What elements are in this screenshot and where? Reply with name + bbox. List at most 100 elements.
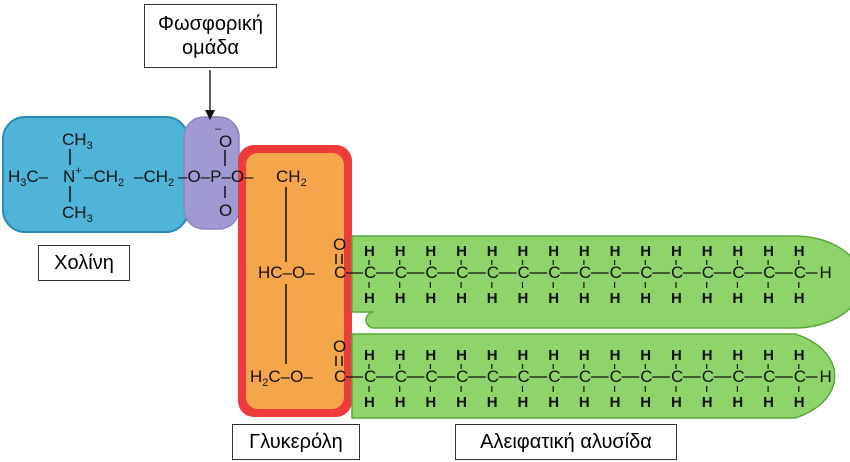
- chain-lower-carbon: C: [487, 367, 499, 386]
- chain-lower-carbon: C: [671, 367, 683, 386]
- glycerol-label-text: Γλυκερόλη: [249, 431, 343, 453]
- chain-lower-hydrogen-bottom: H: [640, 394, 651, 411]
- ester-upper-carbon: C: [334, 263, 346, 282]
- chain-upper-carbon: C: [579, 263, 591, 282]
- chain-upper-carbon: C: [518, 263, 530, 282]
- chain-lower-hydrogen-top: H: [610, 347, 621, 364]
- chain-upper-hydrogen-bottom: H: [732, 290, 743, 307]
- chain-lower-carbon: C: [610, 367, 622, 386]
- fatty-chain-lower-atoms: HCHHCHHCHHCHHCHHCHHCHHCHHCHHCHHCHHCHHCHH…: [346, 347, 832, 411]
- glycerol-middle: HC–O–: [258, 263, 315, 282]
- chain-lower-hydrogen-top: H: [732, 347, 743, 364]
- fatty-chain-label-text: Αλειφατική αλυσίδα: [480, 431, 652, 453]
- chain-lower-hydrogen-bottom: H: [456, 394, 467, 411]
- chain-upper-carbon: C: [763, 263, 775, 282]
- phosphate-label-line1: Φωσφορική: [158, 13, 263, 35]
- phosphate-label-line2: ομάδα: [182, 37, 239, 59]
- choline-left-methyl: H3C–: [8, 167, 49, 189]
- chain-upper-hydrogen-top: H: [579, 243, 590, 260]
- glycerol-label: Γλυκερόλη: [232, 424, 360, 460]
- chain-lower-carbon: C: [702, 367, 714, 386]
- chain-lower-hydrogen-bottom: H: [395, 394, 406, 411]
- fatty-chain-upper-atoms: HCHHCHHCHHCHHCHHCHHCHHCHHCHHCHHCHHCHHCHH…: [346, 243, 832, 307]
- ester-lower-oxygen: O: [333, 337, 346, 356]
- chain-upper-hydrogen-bottom: H: [456, 290, 467, 307]
- chain-lower-hydrogen-top: H: [794, 347, 805, 364]
- chain-lower-carbon: C: [579, 367, 591, 386]
- chain-lower-carbon: C: [763, 367, 775, 386]
- chain-upper-hydrogen-top: H: [548, 243, 559, 260]
- choline-label: Χολίνη: [38, 245, 130, 281]
- glycerol-block: [246, 153, 344, 409]
- chain-upper-hydrogen-top: H: [640, 243, 651, 260]
- chain-lower-terminal-hydrogen: H: [820, 367, 832, 386]
- chain-lower-hydrogen-bottom: H: [671, 394, 682, 411]
- chain-lower-carbon: C: [640, 367, 652, 386]
- chain-upper-hydrogen-bottom: H: [671, 290, 682, 307]
- chain-upper-hydrogen-bottom: H: [518, 290, 529, 307]
- phosphate-oxygen-bottom: O: [219, 201, 232, 220]
- chain-lower-carbon: C: [794, 367, 806, 386]
- glycerol-bottom: H2C–O–: [250, 367, 313, 389]
- chain-lower-hydrogen-bottom: H: [579, 394, 590, 411]
- chain-lower-hydrogen-top: H: [364, 347, 375, 364]
- ester-lower-carbon: C: [334, 367, 346, 386]
- chain-upper-hydrogen-top: H: [425, 243, 436, 260]
- chain-upper-carbon: C: [548, 263, 560, 282]
- chain-lower-hydrogen-top: H: [487, 347, 498, 364]
- chain-upper-hydrogen-top: H: [456, 243, 467, 260]
- chain-lower-hydrogen-top: H: [579, 347, 590, 364]
- chain-lower-hydrogen-top: H: [671, 347, 682, 364]
- chain-lower-hydrogen-bottom: H: [487, 394, 498, 411]
- chain-lower-hydrogen-top: H: [518, 347, 529, 364]
- chain-upper-carbon: C: [640, 263, 652, 282]
- chain-lower-hydrogen-bottom: H: [732, 394, 743, 411]
- chain-upper-hydrogen-bottom: H: [640, 290, 651, 307]
- chain-lower-hydrogen-bottom: H: [518, 394, 529, 411]
- chain-lower-carbon: C: [364, 367, 376, 386]
- chain-upper-carbon: C: [794, 263, 806, 282]
- chain-lower-hydrogen-top: H: [640, 347, 651, 364]
- chain-upper-carbon: C: [425, 263, 437, 282]
- chain-lower-hydrogen-bottom: H: [425, 394, 436, 411]
- phosphate-charge: –: [215, 123, 222, 135]
- chain-upper-terminal-hydrogen: H: [820, 263, 832, 282]
- chain-upper-carbon: C: [732, 263, 744, 282]
- chain-lower-hydrogen-bottom: H: [364, 394, 375, 411]
- chain-upper-carbon: C: [364, 263, 376, 282]
- phosphate-link: –O–P–O–: [178, 167, 254, 186]
- chain-lower-hydrogen-top: H: [395, 347, 406, 364]
- chain-upper-hydrogen-bottom: H: [763, 290, 774, 307]
- glycerol-top: CH2: [276, 167, 307, 189]
- ester-upper-oxygen: O: [333, 235, 346, 254]
- chain-lower-carbon: C: [732, 367, 744, 386]
- chain-lower-hydrogen-top: H: [702, 347, 713, 364]
- chain-upper-hydrogen-top: H: [395, 243, 406, 260]
- chain-lower-hydrogen-top: H: [456, 347, 467, 364]
- fatty-chain-upper: [351, 235, 850, 329]
- chain-upper-carbon: C: [456, 263, 468, 282]
- choline-label-text: Χολίνη: [54, 252, 114, 274]
- chain-upper-hydrogen-bottom: H: [610, 290, 621, 307]
- chain-upper-hydrogen-bottom: H: [425, 290, 436, 307]
- chain-upper-carbon: C: [610, 263, 622, 282]
- chain-lower-hydrogen-bottom: H: [763, 394, 774, 411]
- chain-lower-hydrogen-bottom: H: [702, 394, 713, 411]
- chain-lower-carbon: C: [518, 367, 530, 386]
- fatty-chain-lower: [351, 333, 836, 419]
- chain-upper-hydrogen-bottom: H: [794, 290, 805, 307]
- chain-upper-hydrogen-bottom: H: [487, 290, 498, 307]
- chain-lower-hydrogen-top: H: [548, 347, 559, 364]
- chain-upper-hydrogen-top: H: [671, 243, 682, 260]
- phosphate-label: Φωσφορική ομάδα: [144, 4, 277, 68]
- chain-lower-carbon: C: [425, 367, 437, 386]
- chain-upper-hydrogen-top: H: [518, 243, 529, 260]
- choline-methyl-top: CH3: [62, 130, 93, 152]
- chain-upper-hydrogen-bottom: H: [579, 290, 590, 307]
- chain-lower-hydrogen-bottom: H: [794, 394, 805, 411]
- chain-upper-hydrogen-top: H: [702, 243, 713, 260]
- fatty-chain-label: Αλειφατική αλυσίδα: [455, 424, 677, 460]
- choline-ch2-a: –CH2: [84, 167, 124, 189]
- chain-lower-carbon: C: [456, 367, 468, 386]
